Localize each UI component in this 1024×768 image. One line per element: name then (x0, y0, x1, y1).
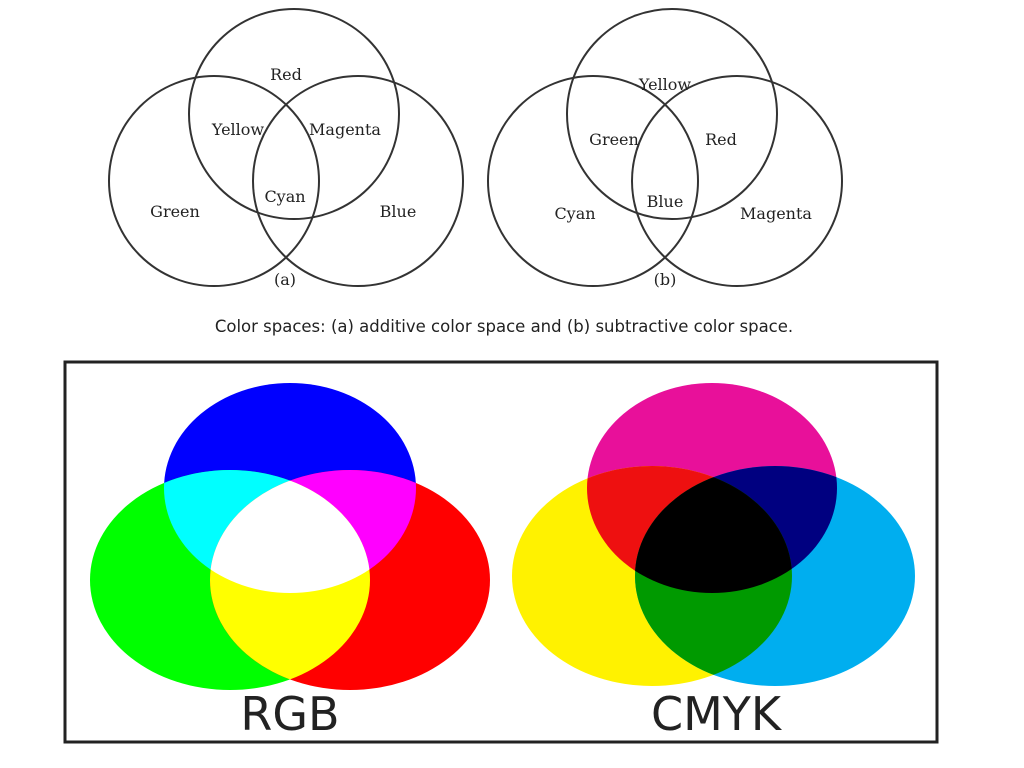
venn-a-circle-top (188, 8, 400, 220)
venn-b-label-center: Blue (647, 192, 684, 211)
venn-a-circle-left (108, 75, 320, 287)
venn-b-circle-left (487, 75, 699, 287)
venn-b-circle-right (631, 75, 843, 287)
venn-a-caption: (a) (274, 270, 296, 289)
venn-a-label-top-left: Yellow (211, 120, 265, 139)
cmyk-color-wheel (512, 383, 915, 686)
venn-b-label-right: Magenta (740, 204, 812, 223)
cmyk-black-center (635, 466, 792, 593)
cmyk-label: CMYK (651, 687, 783, 741)
subtractive-venn-diagram (487, 8, 843, 287)
venn-a-label-center: Cyan (264, 187, 305, 206)
venn-a-circle-right (252, 75, 464, 287)
additive-venn-diagram (108, 8, 464, 287)
venn-b-label-left: Cyan (554, 204, 595, 223)
rgb-white-center (210, 470, 370, 593)
rgb-color-wheel (90, 383, 490, 690)
venn-b-label-top: Yellow (638, 75, 692, 94)
venn-a-label-right: Blue (380, 202, 417, 221)
venn-a-label-top-right: Magenta (309, 120, 381, 139)
figure-caption: Color spaces: (a) additive color space a… (215, 317, 793, 336)
venn-a-label-left: Green (150, 202, 200, 221)
venn-a-label-top: Red (270, 65, 302, 84)
venn-b-circle-top (566, 8, 778, 220)
venn-b-label-top-right: Red (705, 130, 737, 149)
rgb-label: RGB (240, 687, 339, 741)
venn-b-label-top-left: Green (589, 130, 639, 149)
venn-b-caption: (b) (654, 270, 677, 289)
